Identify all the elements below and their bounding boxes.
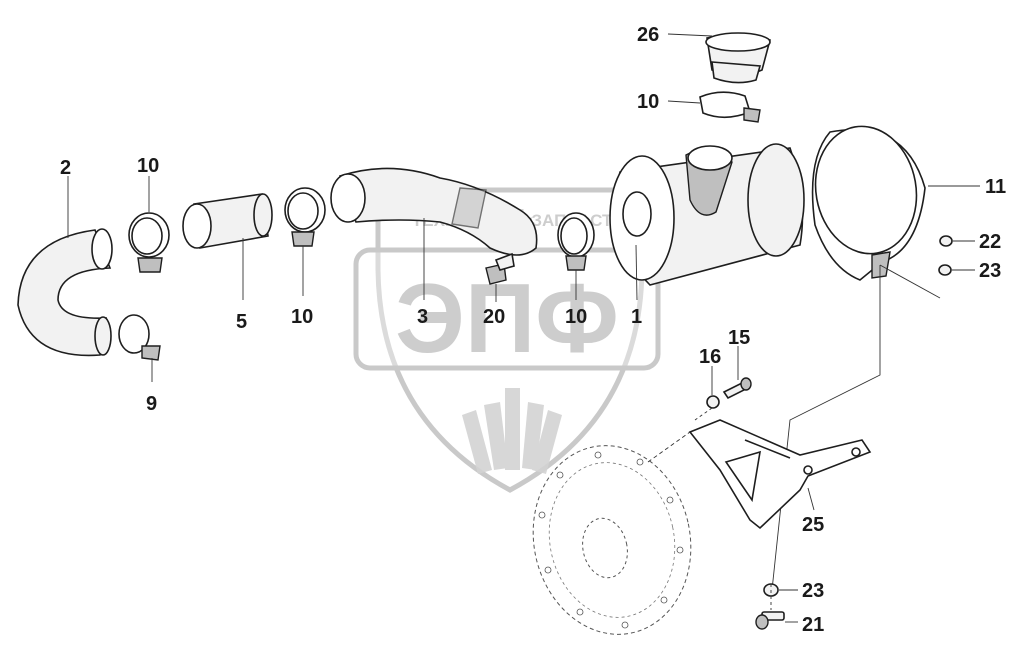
part-23-nut-top <box>938 264 952 276</box>
part-15-bolt <box>722 377 752 400</box>
callout-2: 2 <box>60 157 71 179</box>
callout-10-b: 10 <box>291 306 313 328</box>
part-20-connector <box>485 252 515 285</box>
callout-10-top: 10 <box>637 91 659 113</box>
part-10-clamp-a <box>128 212 170 273</box>
part-16-nut <box>706 395 720 409</box>
callout-25: 25 <box>802 514 824 536</box>
part-11-strap <box>811 125 926 281</box>
callout-16: 16 <box>699 346 721 368</box>
part-10-clamp-c <box>557 212 595 271</box>
callout-1: 1 <box>631 306 642 328</box>
callout-23-top: 23 <box>979 260 1001 282</box>
watermark-brand: ЭПФ <box>395 263 619 373</box>
callout-11: 11 <box>985 176 1006 198</box>
part-26-cap <box>705 32 771 84</box>
callout-10-c: 10 <box>565 306 587 328</box>
callout-23-bottom: 23 <box>802 580 824 602</box>
watermark-shield <box>375 187 645 493</box>
callout-5: 5 <box>236 311 247 333</box>
callout-3: 3 <box>417 306 428 328</box>
callout-20: 20 <box>483 306 505 328</box>
wheat-ornament <box>462 388 562 474</box>
part-22-nut <box>939 235 953 247</box>
part-3-intake-hose <box>330 167 538 256</box>
callout-9: 9 <box>146 393 157 415</box>
callout-22: 22 <box>979 231 1001 253</box>
part-1-air-filter <box>609 143 805 286</box>
callout-26: 26 <box>637 24 659 46</box>
flywheel-outline <box>532 445 692 635</box>
part-10-clamp-b <box>284 187 326 247</box>
part-2-curved-hose <box>17 228 113 357</box>
part-9-clamp <box>118 314 161 361</box>
callout-21: 21 <box>802 614 824 636</box>
part-21-bolt <box>755 611 785 630</box>
callout-15: 15 <box>728 327 750 349</box>
part-5-hose <box>182 193 273 249</box>
part-10-clamp-top <box>699 91 761 123</box>
part-25-bracket <box>688 419 872 530</box>
callout-10-a: 10 <box>137 155 159 177</box>
